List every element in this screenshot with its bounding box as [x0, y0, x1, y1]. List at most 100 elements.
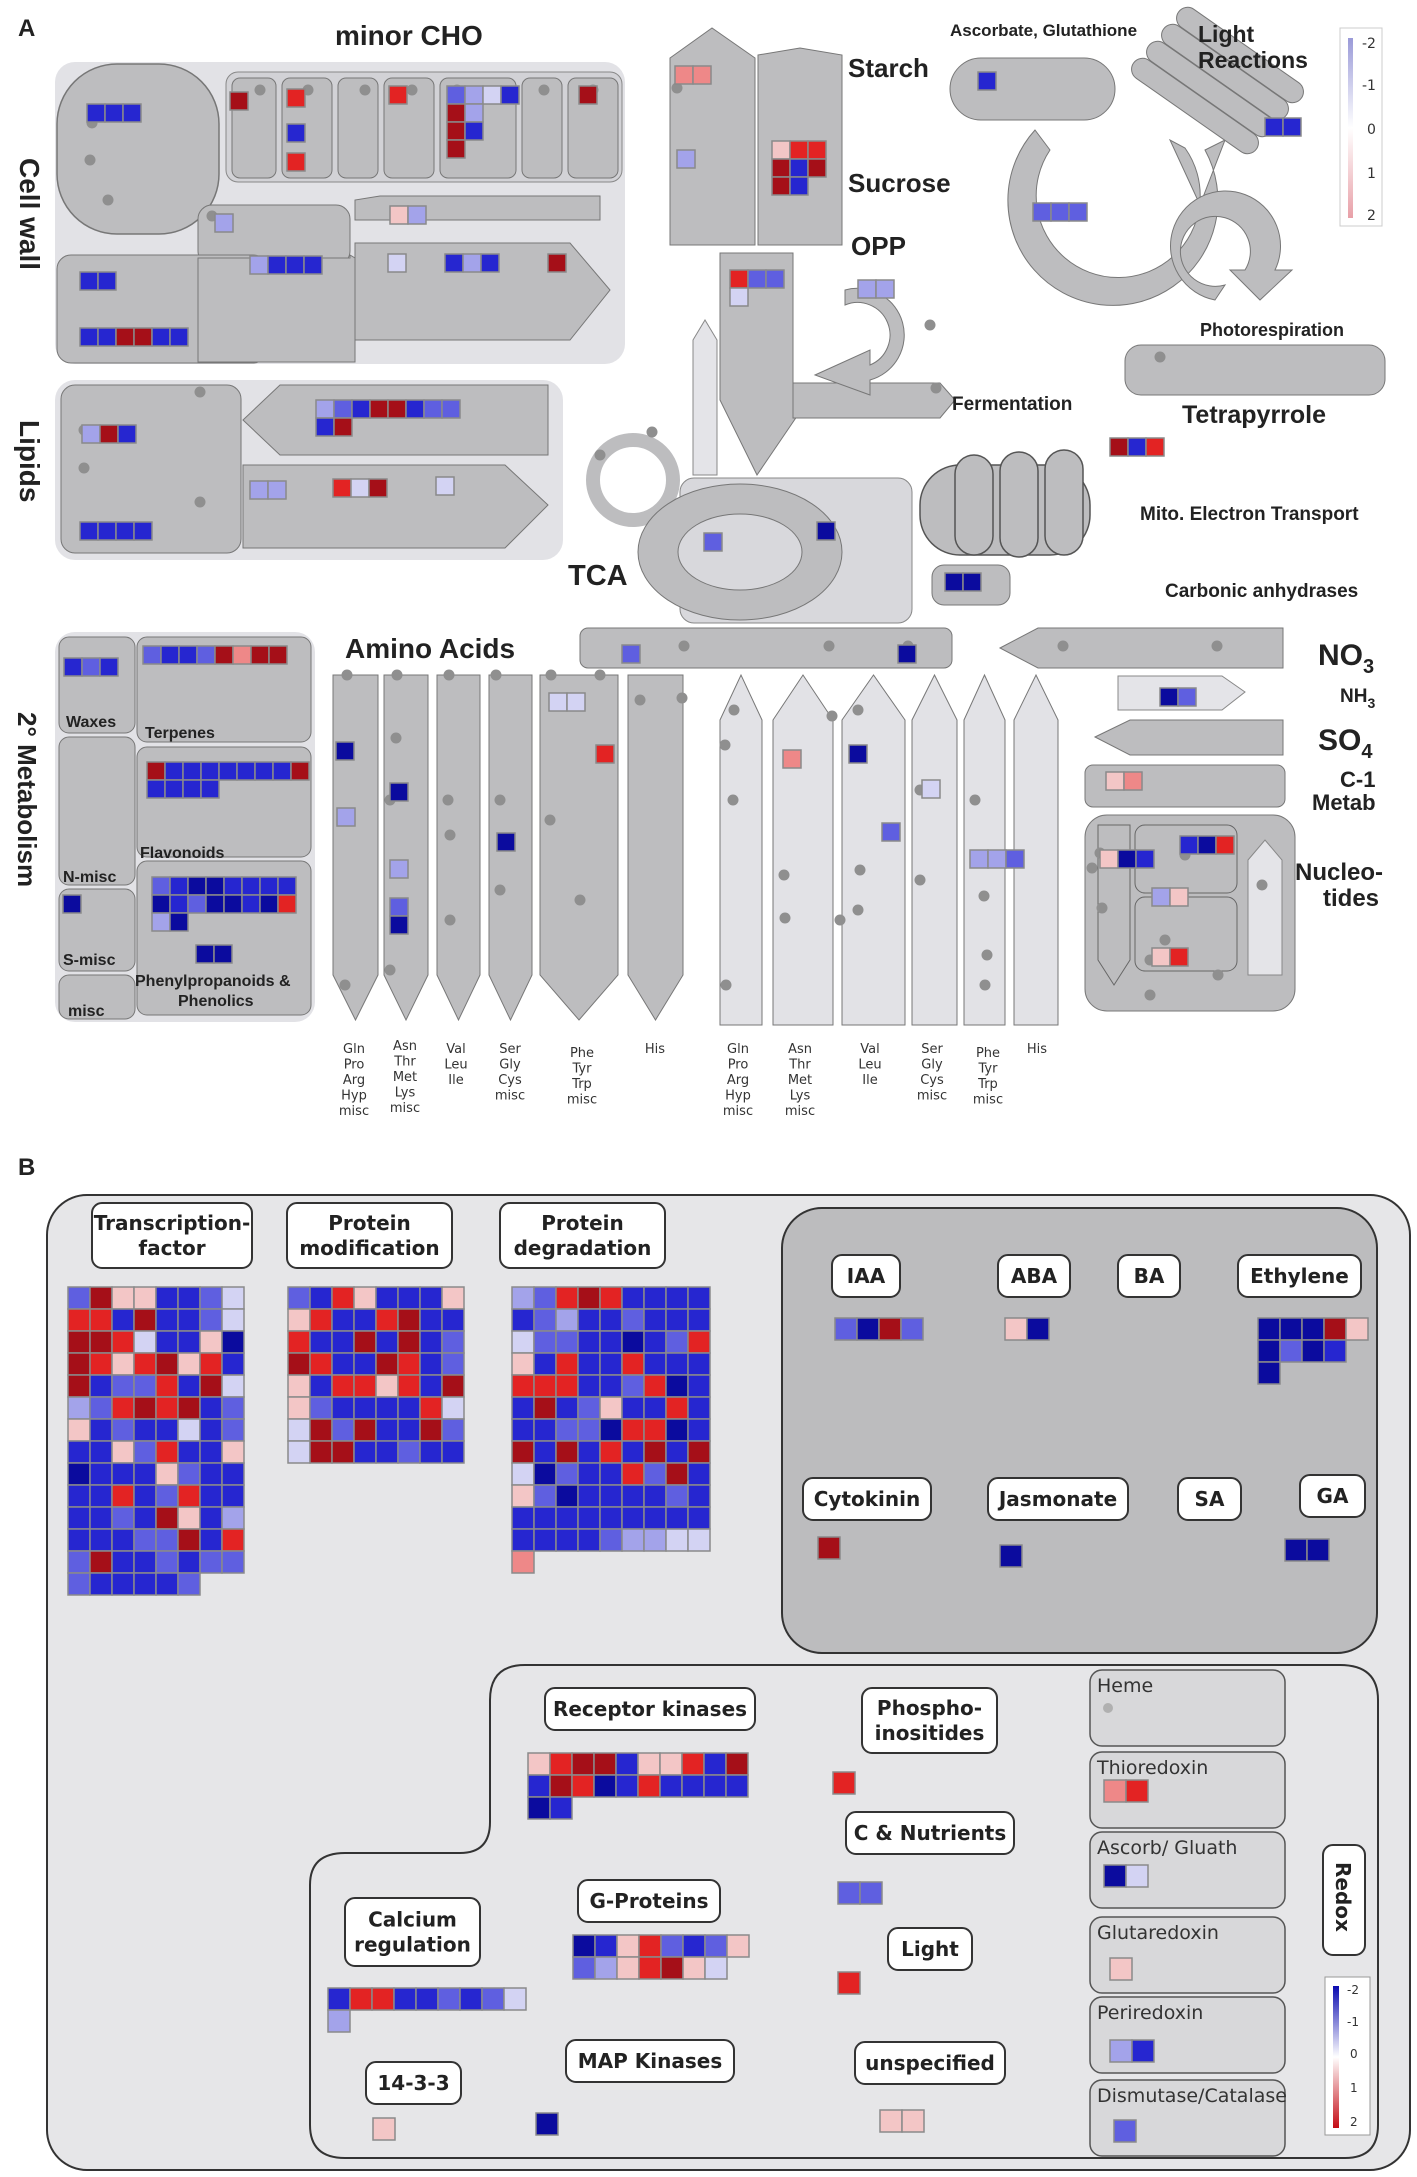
- nucleotides-title-2: tides: [1323, 885, 1379, 912]
- amino-acid-label: misc: [723, 1104, 753, 1119]
- heat-cell: [178, 645, 198, 665]
- heat-cell: [375, 1396, 399, 1420]
- legend-a-tick-5: 2: [1367, 208, 1376, 224]
- heat-cell: [375, 1330, 399, 1354]
- heat-cell: [441, 1374, 465, 1398]
- heat-cell: [254, 761, 274, 781]
- heat-cell: [151, 327, 171, 347]
- heat-cell: [599, 1374, 623, 1398]
- heat-cell: [67, 1462, 91, 1486]
- pathway-dot: [254, 84, 266, 96]
- heat-cell: [665, 1506, 689, 1530]
- amino-acid-label: Pro: [728, 1058, 749, 1073]
- heat-cell: [1282, 117, 1302, 137]
- minor-cho-cell-6: [521, 77, 563, 179]
- heat-cell: [199, 1330, 223, 1354]
- heat-cell: [177, 1528, 201, 1552]
- pathway-dot: [594, 669, 606, 681]
- legend-a-tick-4: 1: [1367, 166, 1376, 182]
- heat-cell: [151, 876, 171, 896]
- heat-cell: [200, 779, 220, 799]
- heat-cell: [1257, 1317, 1281, 1341]
- amino-acid-label: Thr: [393, 1055, 416, 1070]
- heat-cell: [155, 1462, 179, 1486]
- heat-cell: [221, 1308, 245, 1332]
- pathway-dot: [494, 884, 506, 896]
- heat-cell: [621, 1396, 645, 1420]
- heat-cell: [1257, 1361, 1281, 1385]
- heat-cell: [199, 1440, 223, 1464]
- heat-cell: [79, 271, 99, 291]
- heat-cell: [771, 176, 791, 196]
- heat-cell: [1032, 202, 1052, 222]
- heat-cell: [681, 1774, 705, 1798]
- heat-cell: [511, 1418, 535, 1442]
- amino-acid-label: Trp: [977, 1077, 998, 1092]
- pathway-dot: [1057, 640, 1069, 652]
- starch-arrow: [669, 27, 756, 246]
- heat-cell: [1004, 1317, 1028, 1341]
- legend-a-tick-2: -1: [1362, 78, 1376, 94]
- heat-cell: [349, 1987, 373, 2011]
- amino-acid-label: Tyr: [572, 1062, 593, 1077]
- heat-cell: [419, 1308, 443, 1332]
- panel-a-letter: A: [18, 15, 35, 42]
- heat-cell: [599, 1330, 623, 1354]
- heat-cell: [309, 1286, 333, 1310]
- n-misc-box: [58, 736, 136, 886]
- heat-cell: [977, 71, 997, 91]
- minor-cho-cell-3: [337, 77, 379, 179]
- heat-cell: [309, 1418, 333, 1442]
- heat-cell: [1279, 1317, 1303, 1341]
- pathway-dot: [444, 914, 456, 926]
- amino-acid-column: [772, 674, 834, 1026]
- pathway-dot: [84, 154, 96, 166]
- heat-cell: [643, 1374, 667, 1398]
- heat-cell: [122, 103, 142, 123]
- heat-cell: [397, 1352, 421, 1376]
- g-proteins-label-text: G-Proteins: [589, 1889, 708, 1913]
- heat-cell: [111, 1484, 135, 1508]
- heat-cell: [462, 253, 482, 273]
- starch-title: Starch: [848, 53, 929, 83]
- heat-cell: [555, 1374, 579, 1398]
- heat-cell: [681, 1752, 705, 1776]
- heat-cell: [703, 1752, 727, 1776]
- amino-acid-label: Arg: [343, 1073, 365, 1088]
- heat-cell: [782, 749, 802, 769]
- phosphoinositides-label-text: inositides: [875, 1721, 985, 1745]
- heat-cell: [704, 1956, 728, 1980]
- heat-cell: [214, 645, 234, 665]
- heat-cell: [437, 1987, 461, 2011]
- heat-cell: [169, 912, 189, 932]
- heat-cell: [155, 1550, 179, 1574]
- heat-cell: [133, 1352, 157, 1376]
- heat-cell: [387, 253, 407, 273]
- heat-cell: [599, 1440, 623, 1464]
- phenylpropanoids-label-1: Phenylpropanoids &: [135, 973, 291, 990]
- amino-acid-label: Leu: [858, 1058, 881, 1073]
- receptor-kinases-label-text: Receptor kinases: [553, 1697, 747, 1721]
- heat-cell: [290, 761, 310, 781]
- heat-cell: [221, 1418, 245, 1442]
- heat-cell: [555, 1396, 579, 1420]
- heat-cell: [1197, 835, 1217, 855]
- heat-cell: [555, 1418, 579, 1442]
- heat-cell: [327, 1987, 351, 2011]
- heat-cell: [555, 1484, 579, 1508]
- pathway-dot: [594, 449, 606, 461]
- pathway-dot: [545, 669, 557, 681]
- ethylene-label-text: Ethylene: [1250, 1264, 1349, 1288]
- heat-cell: [133, 1506, 157, 1530]
- glutaredoxin-box: [1089, 1916, 1286, 1994]
- heat-cell: [533, 1352, 557, 1376]
- heat-cell: [533, 1418, 557, 1442]
- n-misc-label: N-misc: [63, 869, 116, 886]
- light-label: [887, 1927, 973, 1971]
- heat-cell: [511, 1396, 535, 1420]
- heat-cell: [444, 253, 464, 273]
- c1-title-2: Metab: [1312, 790, 1376, 815]
- heat-cell: [577, 1308, 601, 1332]
- heat-cell: [599, 1286, 623, 1310]
- heat-cell: [665, 1462, 689, 1486]
